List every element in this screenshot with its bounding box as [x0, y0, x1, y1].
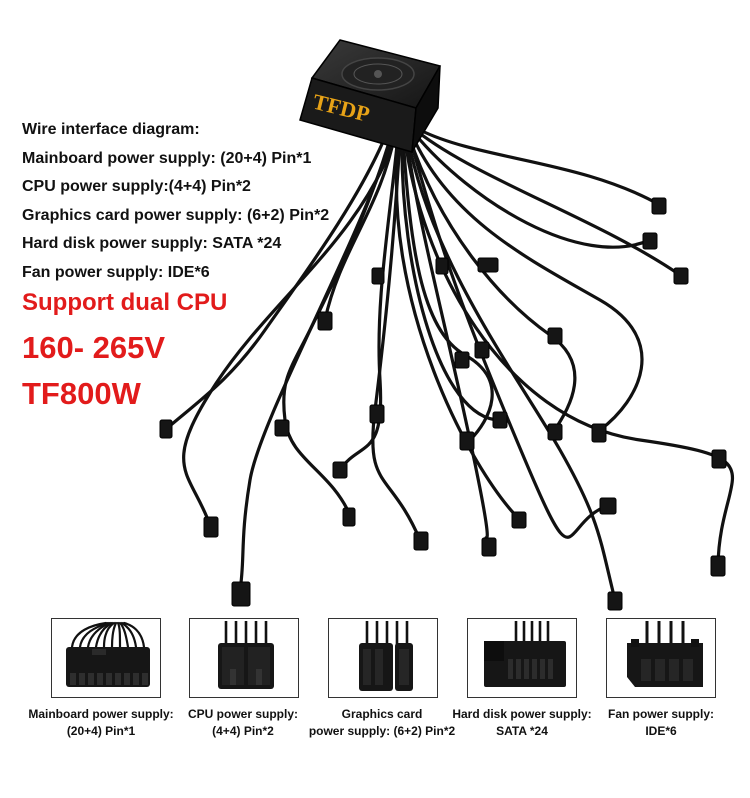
- connector-caption-fan: Fan power supply: IDE*6: [600, 706, 722, 740]
- connector-caption-harddisk-line2: SATA *24: [496, 724, 548, 738]
- cpu-8pin-connector-icon: [189, 618, 299, 698]
- connector-caption-mainboard: Mainboard power supply: (20+4) Pin*1: [22, 706, 180, 740]
- spec-line-mainboard: Mainboard power supply: (20+4) Pin*1: [22, 149, 312, 167]
- atx-24pin-connector-icon: [51, 618, 161, 698]
- spec-line-harddisk: Hard disk power supply: SATA *24: [22, 235, 282, 252]
- dual-cpu-label: Support dual CPU: [22, 289, 228, 316]
- connector-caption-cpu-line1: CPU power supply:: [187, 707, 298, 721]
- connector-caption-graphics-line1: Graphics card: [341, 707, 423, 721]
- psu-cable-illustration: TFDP: [159, 39, 734, 611]
- pcie-8pin-connector-icon: [328, 618, 438, 698]
- connector-caption-cpu: CPU power supply: (4+4) Pin*2: [172, 706, 314, 740]
- spec-line-cpu: CPU power supply:(4+4) Pin*2: [22, 178, 251, 195]
- connector-caption-cpu-line2: (4+4) Pin*2: [212, 724, 274, 738]
- connector-caption-graphics: Graphics card power supply: (6+2) Pin*2: [300, 706, 464, 740]
- spec-heading: Wire interface diagram:: [22, 121, 200, 138]
- molex-ide-connector-icon: [606, 618, 716, 698]
- connector-caption-harddisk-line1: Hard disk power supply:: [452, 707, 592, 721]
- connector-gallery: Mainboard power supply: (20+4) Pin*1 CPU…: [0, 618, 750, 798]
- connector-caption-mainboard-line1: Mainboard power supply:: [28, 707, 174, 721]
- voltage-label: 160- 265V: [22, 330, 166, 365]
- wire-interface-spec: Wire interface diagram: Mainboard power …: [22, 116, 329, 287]
- connector-caption-mainboard-line2: (20+4) Pin*1: [66, 724, 136, 738]
- connector-caption-fan-line2: IDE*6: [645, 724, 677, 738]
- connector-caption-harddisk: Hard disk power supply: SATA *24: [446, 706, 598, 740]
- cable-bundle: [163, 128, 734, 602]
- cable-connectors: [159, 197, 727, 611]
- model-label: TF800W: [22, 376, 141, 411]
- spec-line-fan: Fan power supply: IDE*6: [22, 263, 210, 281]
- connector-caption-fan-line1: Fan power supply:: [607, 707, 714, 721]
- connector-caption-graphics-line2: power supply: (6+2) Pin*2: [308, 724, 456, 738]
- spec-line-graphics: Graphics card power supply: (6+2) Pin*2: [22, 206, 330, 224]
- psu-unit: [299, 39, 442, 153]
- feature-highlights: Support dual CPU 160- 265V TF800W: [22, 285, 227, 417]
- sata-connector-icon: [467, 618, 577, 698]
